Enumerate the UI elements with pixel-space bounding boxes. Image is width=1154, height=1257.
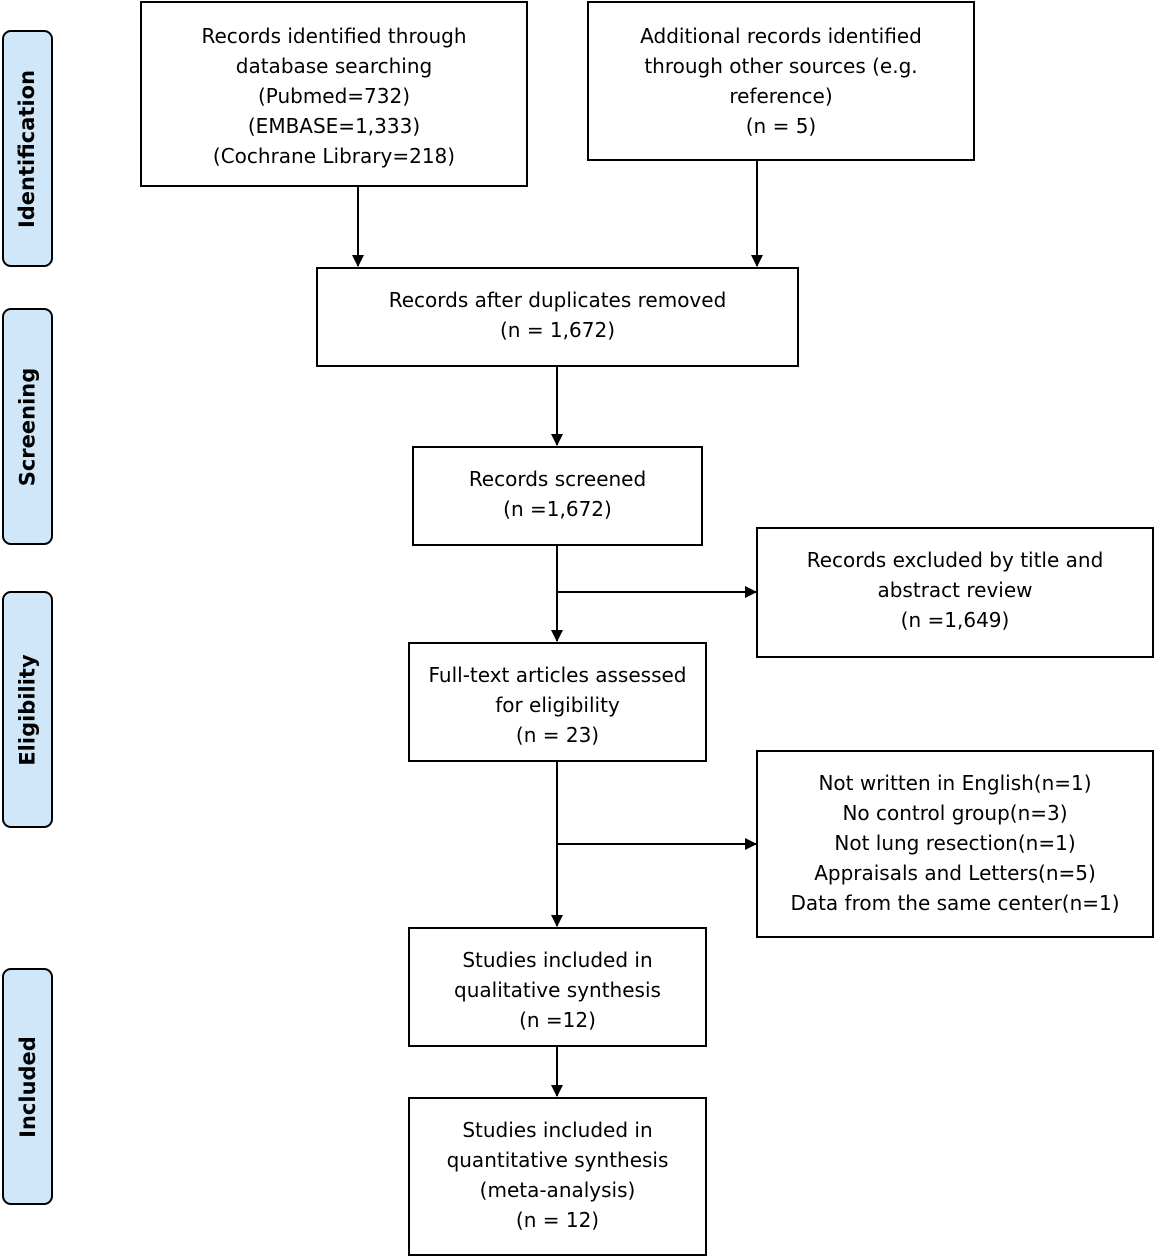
box-full-text-excluded-reasons: Not written in English(n=1) No control g… xyxy=(756,750,1154,938)
box-text-line: (n =12) xyxy=(519,1008,596,1032)
box-text-line: database searching xyxy=(235,54,433,78)
box-other-sources: Additional records identified through ot… xyxy=(587,1,975,161)
box-text-line: Appraisals and Letters(n=5) xyxy=(814,861,1096,885)
phase-eligibility: Eligibility xyxy=(2,591,53,828)
box-text-line: (n = 1,672) xyxy=(499,318,615,342)
box-database-search: Records identified through database sear… xyxy=(140,1,528,187)
box-text-line: Records screened xyxy=(468,467,647,491)
box-text-line: (Pubmed=732) xyxy=(257,84,411,108)
phase-included: Included xyxy=(2,968,53,1205)
box-text-line: Not written in English(n=1) xyxy=(818,771,1092,795)
box-text-line: (EMBASE=1,333) xyxy=(247,114,421,138)
box-text-line: Studies included in xyxy=(462,1118,653,1142)
box-duplicates-removed: Records after duplicates removed (n = 1,… xyxy=(316,267,799,367)
box-text-line: (n = 5) xyxy=(745,114,817,138)
box-text-line: reference) xyxy=(729,84,833,108)
box-text-line: Data from the same center(n=1) xyxy=(790,891,1120,915)
box-text-line: Records identified through xyxy=(201,24,467,48)
box-quantitative-synthesis: Studies included in quantitative synthes… xyxy=(408,1097,707,1256)
box-text-line: Additional records identified xyxy=(640,24,922,48)
box-text-line: qualitative synthesis xyxy=(454,978,661,1002)
box-text-line: (n = 12) xyxy=(515,1208,600,1232)
box-text-line: (n =1,672) xyxy=(503,497,612,521)
box-text-line: Not lung resection(n=1) xyxy=(834,831,1076,855)
box-text-line: through other sources (e.g. xyxy=(644,54,918,78)
phase-screening: Screening xyxy=(2,308,53,545)
box-text-line: for eligibility xyxy=(495,693,620,717)
box-text-line: Studies included in xyxy=(462,948,653,972)
box-text-line: (n =1,649) xyxy=(900,608,1010,632)
box-text-line: No control group(n=3) xyxy=(842,801,1068,825)
box-text-line: Records excluded by title and xyxy=(806,548,1104,572)
box-text-line: Records after duplicates removed xyxy=(388,288,727,312)
box-text-line: abstract review xyxy=(877,578,1033,602)
box-text-line: (n = 23) xyxy=(515,723,600,747)
box-qualitative-synthesis: Studies included in qualitative synthesi… xyxy=(408,927,707,1047)
box-full-text-assessed: Full-text articles assessed for eligibil… xyxy=(408,642,707,762)
box-text-line: quantitative synthesis xyxy=(446,1148,669,1172)
box-text-line: (meta-analysis) xyxy=(479,1178,636,1202)
box-text-line: Full-text articles assessed xyxy=(428,663,687,687)
box-records-screened: Records screened (n =1,672) xyxy=(412,446,703,546)
phase-identification: Identification xyxy=(2,30,53,267)
box-text-line: (Cochrane Library=218) xyxy=(212,144,456,168)
box-excluded-title-abstract: Records excluded by title and abstract r… xyxy=(756,527,1154,658)
